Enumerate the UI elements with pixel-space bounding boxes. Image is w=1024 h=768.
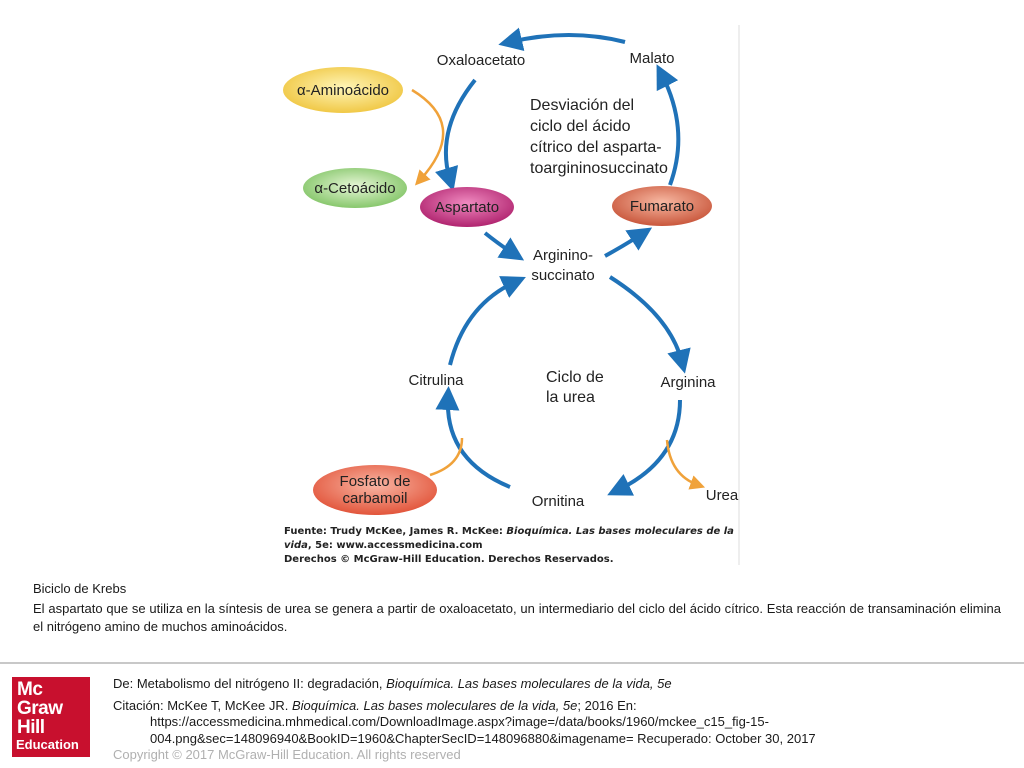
logo-line2: Graw [17, 698, 63, 719]
lower-cycle-label-line2: la urea [546, 389, 595, 406]
argininosuccinato-label-line2: succinato [531, 267, 594, 284]
aspartato-pill [420, 187, 514, 227]
cetoacido-pill [303, 168, 407, 208]
footer-url-line1[interactable]: https://accessmedicina.mhmedical.com/Dow… [150, 714, 769, 729]
aminoacido-label: α-Aminoácido [297, 82, 389, 99]
footer-source-line: De: Metabolismo del nitrógeno II: degrad… [113, 676, 672, 691]
malato-label: Malato [629, 50, 674, 67]
caption-title: Biciclo de Krebs [33, 581, 127, 596]
logo-line4: Education [16, 737, 79, 752]
mcgraw-hill-logo: Mc Graw Hill Education [12, 677, 90, 757]
lower-cycle-label-line1: Ciclo de [546, 369, 604, 386]
arrow-ornitina-to-citrulina [435, 386, 511, 489]
logo-line1: Mc [17, 679, 43, 700]
footer-citation-line: Citación: McKee T, McKee JR. Bioquímica.… [113, 698, 637, 713]
arrow-citrulina-to-argininosuccinato [448, 276, 526, 366]
fumarato-label: Fumarato [630, 198, 694, 215]
logo-line3: Hill [17, 717, 45, 738]
arrow-oxaloacetato-to-aspartato [435, 78, 477, 192]
argininosuccinato-label-line1: Arginino- [533, 247, 593, 264]
arrow-fosfato-to-citrulina [429, 437, 464, 477]
ornitina-label: Ornitina [532, 493, 585, 510]
aminoacido-pill [283, 67, 403, 113]
arrow-arginina-to-urea [665, 439, 706, 490]
citrulina-label: Citrulina [408, 372, 464, 389]
fumarato-pill [612, 186, 712, 226]
cetoacido-label: α-Cetoácido [314, 180, 395, 197]
footer-divider [0, 662, 1024, 664]
arrow-aspartato-to-argininosuccinato [483, 231, 525, 261]
arrow-argininosuccinato-to-arginina [608, 275, 691, 374]
upper-cycle-label-line3: cítrico del asparta- [530, 139, 662, 156]
arginina-label: Arginina [660, 374, 716, 391]
oxaloacetato-label: Oxaloacetato [437, 52, 525, 69]
arrow-arginina-to-ornitina [607, 399, 682, 496]
arrow-malato-to-oxaloacetato [498, 27, 626, 51]
fosfato-label-line1: Fosfato de [340, 473, 411, 490]
source-credit-line3: Derechos © McGraw-Hill Education. Derech… [284, 554, 614, 565]
arrow-argininosuccinato-to-fumarato [604, 227, 653, 258]
footer-copyright: Copyright © 2017 McGraw-Hill Education. … [113, 747, 461, 762]
arrow-fumarato-to-malato [656, 64, 681, 186]
upper-cycle-label-line2: ciclo del ácido [530, 118, 631, 135]
fosfato-pill [313, 465, 437, 515]
upper-cycle-label-line4: toargininosuccinato [530, 160, 668, 177]
caption-body: El aspartato que se utiliza en la síntes… [33, 601, 1001, 634]
source-credit-line2: vida, 5e: www.accessmedicina.com [284, 540, 483, 551]
fosfato-label-line2: carbamoil [342, 490, 407, 507]
footer-url-line2[interactable]: 004.png&sec=148096940&BookID=1960&Chapte… [150, 731, 816, 746]
source-credit-line1: Fuente: Trudy McKee, James R. McKee: Bio… [284, 525, 734, 537]
krebs-bicycle-diagram: α-Aminoácido α-Cetoácido Aspartato Fumar… [270, 20, 750, 570]
arrow-aminoacido-to-cetoacido [411, 88, 445, 186]
aspartato-label: Aspartato [435, 199, 499, 216]
upper-cycle-label-line1: Desviación del [530, 97, 634, 114]
urea-label: Urea [706, 487, 739, 504]
